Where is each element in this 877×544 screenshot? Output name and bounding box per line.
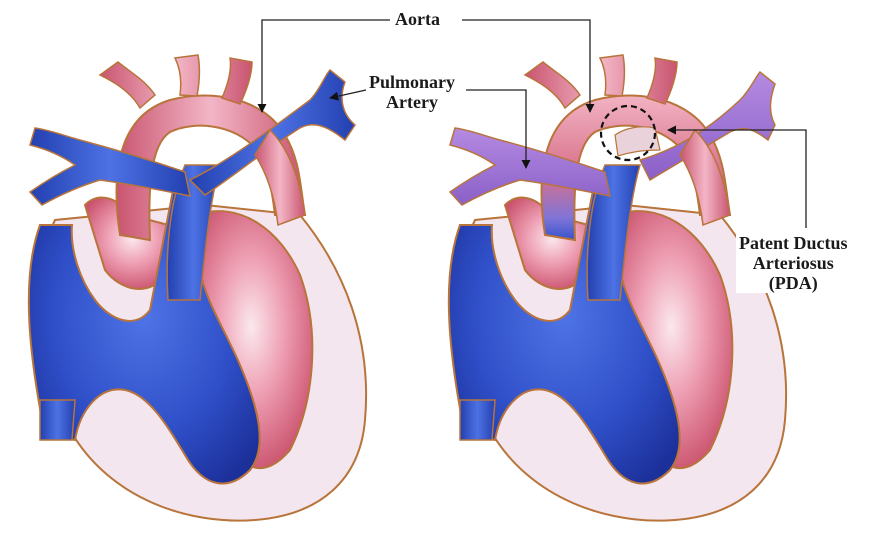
left-heart-pulmonary-artery-left-branch <box>30 128 190 205</box>
right-heart-inferior-vena-cava <box>460 400 495 440</box>
pulmonary-artery-label: Pulmonary Artery <box>366 72 458 112</box>
pda-label: Patent Ductus Arteriosus (PDA) <box>736 233 851 293</box>
pda-label-line3: (PDA) <box>739 273 848 293</box>
normal-heart <box>29 55 366 521</box>
pda-label-line2: Arteriosus <box>739 253 848 273</box>
right-heart-ductus-arteriosus <box>615 127 660 156</box>
pda-label-line1: Patent Ductus <box>739 233 848 253</box>
aorta-label-text: Aorta <box>395 9 440 29</box>
pulmonary-artery-label-line1: Pulmonary <box>369 72 455 92</box>
aorta-label: Aorta <box>392 9 443 29</box>
pulmonary-artery-label-line2: Artery <box>369 92 455 112</box>
left-heart-inferior-vena-cava <box>40 400 75 440</box>
